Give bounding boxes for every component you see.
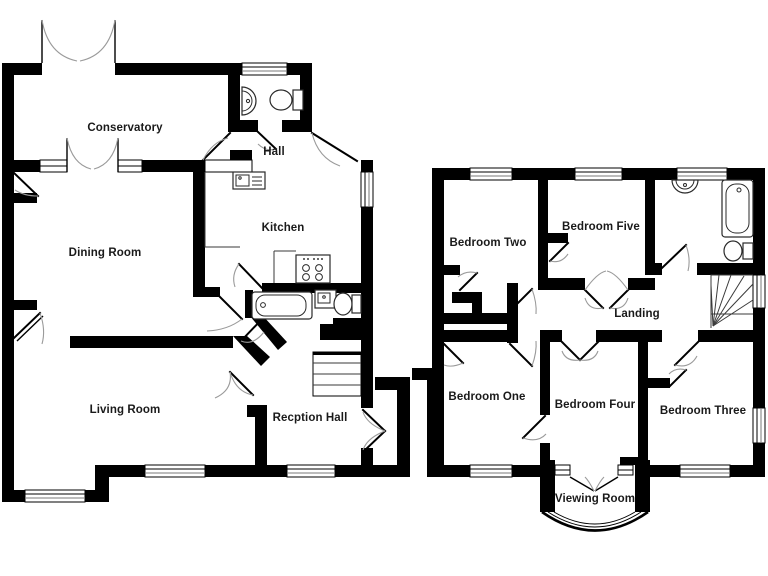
viewing-room-window-left [554, 464, 571, 476]
living-room-window-bottom-left [24, 489, 86, 503]
wc-toilet-icon [269, 89, 304, 111]
upper-bath-icon [721, 179, 754, 238]
bathroom-window [676, 167, 728, 181]
kitchen-window [360, 171, 374, 208]
room-label-landing: Landing [614, 308, 659, 320]
ground-floor-labels: Conservatory Hall Dining Room Kitchen Li… [69, 122, 348, 424]
kitchen-sink-icon [232, 171, 266, 190]
ground-floor-plan: Conservatory Hall Dining Room Kitchen Li… [2, 19, 440, 503]
viewing-room-window-right [617, 464, 634, 476]
ground-floor-doors [12, 19, 387, 454]
first-floor-walls [432, 168, 765, 512]
stairs-side-window [752, 274, 766, 309]
living-room-window-right [286, 464, 336, 478]
room-label-hall: Hall [263, 146, 285, 158]
bathroom-sink-icon [314, 289, 337, 309]
first-floor-labels: Bedroom Two Bedroom Five Landing Bedroom… [448, 221, 746, 505]
room-label-bedroom-one: Bedroom One [448, 391, 525, 403]
winder-stairs-icon [710, 274, 754, 328]
first-floor-fixtures [541, 179, 754, 532]
room-label-kitchen: Kitchen [262, 222, 305, 234]
bathroom-toilet-icon [333, 292, 362, 316]
kitchen-hatch [204, 159, 253, 173]
dining-window-right [117, 159, 143, 173]
bay-window-icon [541, 510, 649, 532]
bedroom-two-window [469, 167, 513, 181]
room-label-dining-room: Dining Room [69, 247, 142, 259]
upper-toilet-icon [723, 240, 754, 262]
first-floor-doors [442, 241, 700, 492]
room-label-living-room: Living Room [90, 404, 161, 416]
room-label-bedroom-five: Bedroom Five [562, 221, 640, 233]
bedroom-three-side-window [752, 407, 766, 444]
wc-sink-icon [241, 86, 257, 116]
room-label-bedroom-two: Bedroom Two [450, 237, 527, 249]
room-label-bedroom-three: Bedroom Three [660, 405, 746, 417]
ground-floor-fixtures [204, 86, 362, 397]
room-label-conservatory: Conservatory [87, 122, 163, 134]
bath-icon [251, 291, 313, 320]
ground-floor-windows [24, 62, 374, 503]
room-label-reception-hall: Recption Hall [273, 412, 348, 424]
upper-sink-icon [671, 179, 699, 194]
living-room-window-left [144, 464, 206, 478]
first-floor-windows [469, 167, 766, 478]
bedroom-one-window [469, 464, 513, 478]
kitchen-counter [204, 172, 296, 283]
room-label-viewing-room: Viewing Room [555, 493, 635, 505]
wc-window [241, 62, 288, 76]
room-label-bedroom-four: Bedroom Four [555, 399, 636, 411]
stove-icon [295, 254, 331, 284]
staircase-icon [312, 351, 362, 397]
dining-window-left [39, 159, 68, 173]
bedroom-three-window [679, 464, 731, 478]
bedroom-five-window [574, 167, 623, 181]
ground-floor-walls [2, 63, 440, 502]
first-floor-plan: Bedroom Two Bedroom Five Landing Bedroom… [432, 167, 766, 532]
